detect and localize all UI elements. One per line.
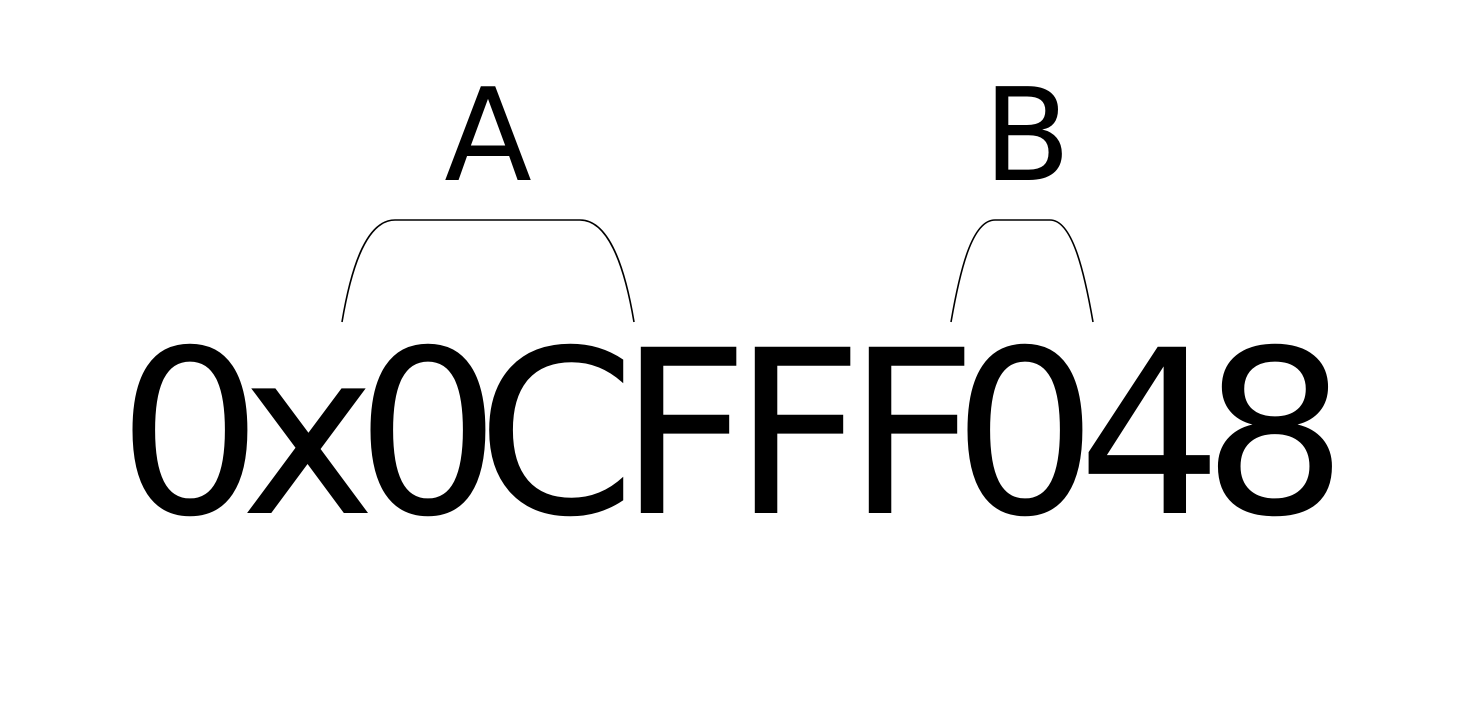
hex-char: F	[732, 301, 863, 567]
hex-char: 0	[117, 301, 262, 567]
hex-value: 0 x 0 C F F F 0 4 8	[117, 301, 1347, 567]
hex-char: 0	[355, 301, 500, 567]
group-label-b: B	[983, 62, 1071, 211]
hex-char: 4	[1077, 301, 1222, 567]
hex-char: x	[241, 301, 376, 567]
group-brace-b	[950, 219, 1094, 323]
hex-char: C	[476, 301, 635, 567]
group-label-a: A	[444, 62, 532, 211]
hex-char: F	[618, 301, 749, 567]
hex-char: 8	[1202, 301, 1347, 567]
group-brace-a	[341, 219, 635, 323]
hex-char: F	[846, 301, 977, 567]
hex-char: 0	[952, 301, 1097, 567]
